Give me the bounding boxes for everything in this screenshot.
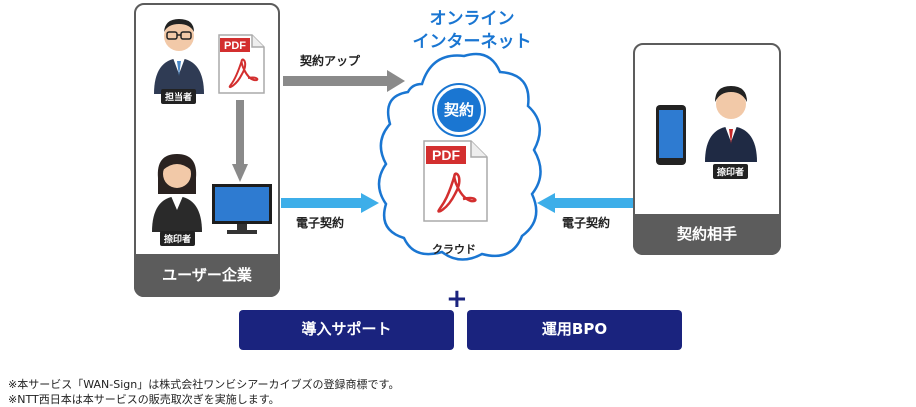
reseller-note: ※NTT西日本は本サービスの販売取次ぎを実施します。 [8, 393, 280, 406]
pdf-text: PDF [224, 40, 246, 52]
partner-role-label: 捺印者 [713, 164, 749, 179]
esign-right-label: 電子契約 [562, 216, 611, 230]
plus-sign: + [446, 284, 468, 314]
cloud-title-line2: インターネット [412, 32, 532, 52]
smartphone-icon [656, 105, 686, 165]
upload-arrow-label: 契約アップ [300, 54, 361, 68]
cloud-caption: クラウド [432, 243, 476, 256]
esign-left-arrow [281, 193, 379, 213]
pdf-document-icon: PDF [218, 34, 265, 94]
down-arrow-icon [232, 100, 248, 182]
trademark-note: ※本サービス「WAN-Sign」は株式会社ワンビシアーカイブズの登録商標です。 [8, 378, 400, 391]
operation-bpo-button[interactable]: 運用BPO [467, 310, 682, 350]
cloud-pdf-document-icon: PDF [423, 140, 488, 222]
cloud-pdf-text: PDF [432, 147, 460, 163]
signer-role-label: 捺印者 [160, 231, 196, 246]
esign-right-arrow [537, 193, 633, 213]
user-company-label: ユーザー企業 [134, 254, 280, 297]
cloud-title: オンライン インターネット [392, 8, 552, 54]
contract-badge: 契約 [434, 85, 484, 135]
staff-person-icon [154, 19, 204, 94]
partner-label: 契約相手 [633, 214, 781, 255]
partner-person-icon [705, 86, 757, 162]
cloud-title-line1: オンライン [429, 9, 515, 29]
signer-person-icon [152, 154, 202, 232]
staff-role-label: 担当者 [161, 89, 197, 104]
upload-arrow [283, 70, 405, 92]
esign-left-label: 電子契約 [296, 216, 345, 230]
computer-monitor-icon [212, 184, 272, 234]
onboarding-support-button[interactable]: 導入サポート [239, 310, 454, 350]
